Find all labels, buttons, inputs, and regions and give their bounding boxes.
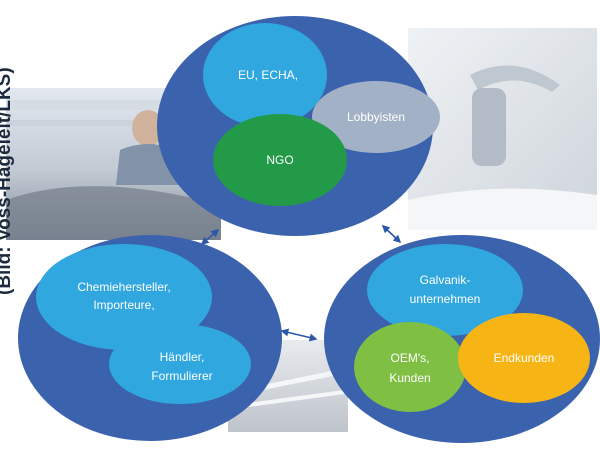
label-kunden: Kunden [389, 371, 430, 385]
ngo-ellipse [213, 114, 347, 206]
photo-credit: (Bild: Voss-Hageleit/LKS) [0, 67, 15, 295]
label-chemiehersteller: Chemiehersteller, [77, 280, 170, 294]
label-ngo: NGO [266, 153, 293, 167]
eu-echa-ellipse [203, 23, 327, 127]
label-formulierer: Formulierer [151, 369, 212, 383]
chemiehersteller-ellipse [36, 244, 212, 350]
arrow-top-right [381, 224, 402, 244]
label-galvanik: Galvanik- [420, 273, 471, 287]
label-lobbyisten: Lobbyisten [347, 110, 405, 124]
galvanik-ellipse [367, 244, 523, 336]
group-top: EU, ECHA, Lobbyisten NGO [157, 16, 440, 236]
label-importeure: Importeure, [93, 298, 154, 312]
group-right: Galvanik- unternehmen OEM's, Kunden Endk… [324, 235, 600, 443]
lobbyisten-ellipse [312, 81, 440, 153]
label-haendler: Händler, [160, 350, 205, 364]
endkunden-ellipse [458, 313, 590, 403]
oem-ellipse [354, 322, 466, 412]
haendler-ellipse [109, 324, 251, 404]
arrow-left-right [280, 328, 318, 342]
label-eu-echa: EU, ECHA, [238, 68, 298, 82]
group-left: Chemiehersteller, Importeure, Händler, F… [18, 235, 282, 441]
label-unternehmen: unternehmen [410, 292, 481, 306]
label-oem: OEM's, [391, 351, 430, 365]
faucet-photo [408, 28, 597, 230]
label-endkunden: Endkunden [494, 351, 555, 365]
arrow-top-left [200, 228, 220, 246]
